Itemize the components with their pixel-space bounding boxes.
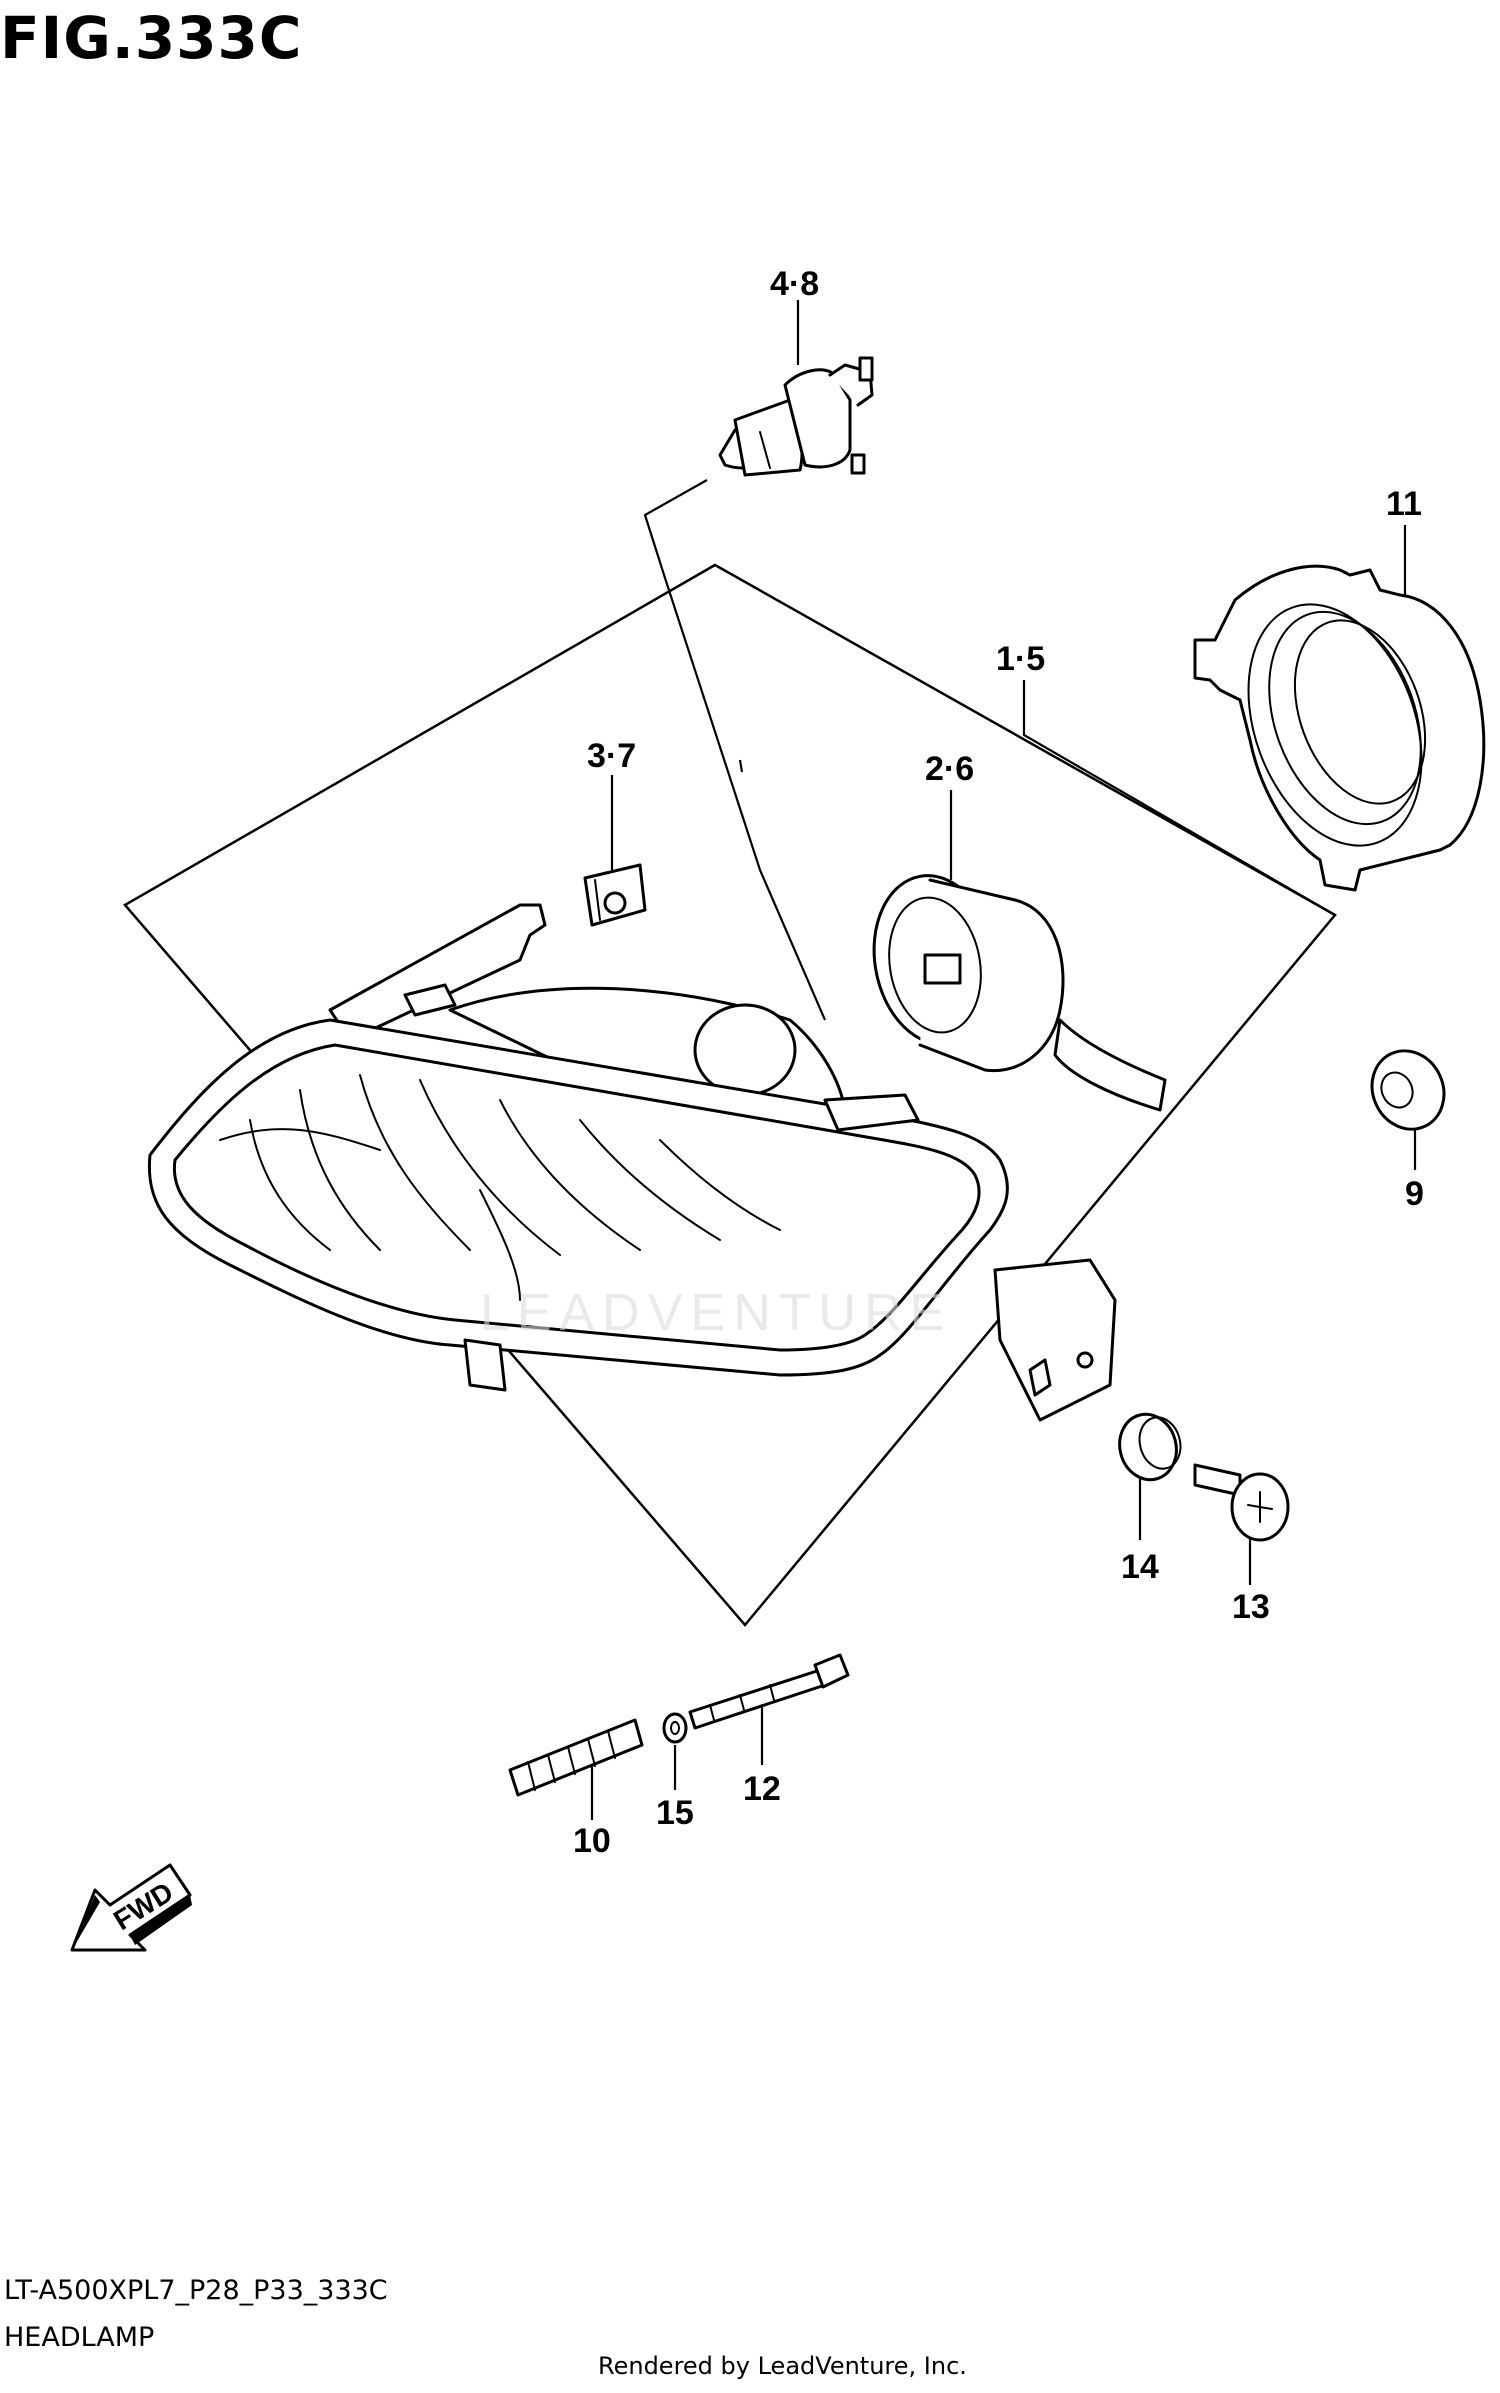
rendered-by-credit: Rendered by LeadVenture, Inc. — [598, 2352, 967, 2380]
leader-bulb-tick — [738, 759, 744, 773]
callout-housing-assembly: 1·5 — [996, 640, 1045, 678]
washer-part — [662, 1712, 688, 1744]
grommet-14-part — [1118, 1412, 1182, 1482]
retainer-clip-part — [583, 863, 647, 927]
grommet-9-part — [1370, 1049, 1446, 1131]
leader-1-5 — [1022, 680, 1336, 916]
model-code: LT-A500XPL7_P28_P33_333C — [4, 2275, 388, 2306]
callout-spring: 10 — [573, 1822, 611, 1860]
callout-washer: 15 — [656, 1794, 694, 1832]
callout-adjust-screw: 12 — [743, 1770, 781, 1808]
figure-title: FIG.333C — [0, 4, 303, 72]
callout-cover: 11 — [1386, 485, 1422, 523]
screw-13-part — [1193, 1463, 1290, 1542]
callout-screw-13: 13 — [1232, 1588, 1270, 1626]
watermark: LEADVENTURE — [480, 1284, 952, 1342]
bulb-part — [718, 356, 874, 477]
callout-socket: 2·6 — [925, 750, 974, 788]
fwd-arrow: FWD — [70, 1863, 192, 1952]
section-name: HEADLAMP — [4, 2322, 155, 2353]
callout-retainer-clip: 3·7 — [587, 737, 636, 775]
callout-bulb: 4·8 — [770, 265, 819, 303]
leader-bulb — [643, 479, 827, 1021]
callout-grommet-14: 14 — [1121, 1548, 1159, 1586]
headlamp-housing-part — [147, 903, 1117, 1422]
spring-part — [508, 1718, 644, 1797]
adjust-screw-part — [688, 1653, 850, 1730]
callout-grommet-9: 9 — [1405, 1175, 1424, 1213]
socket-part — [872, 874, 1167, 1112]
cover-part — [1193, 564, 1486, 892]
